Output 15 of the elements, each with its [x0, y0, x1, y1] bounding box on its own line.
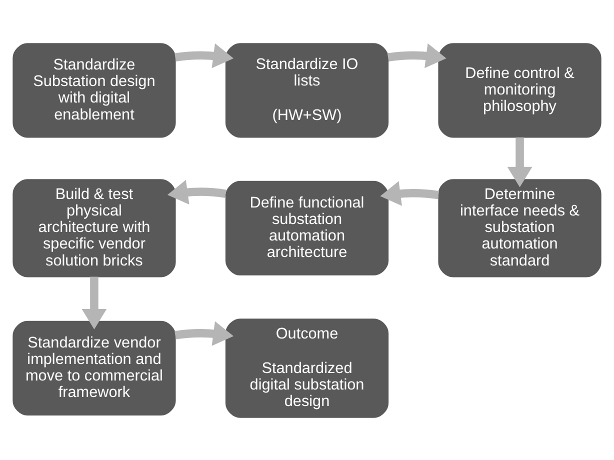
- node-box: Build & test physical architecture with specific vendor solution bricks: [12, 178, 176, 277]
- node-box: Define control & monitoring philosophy: [438, 42, 602, 138]
- node-box: Standardize IO lists (HW+SW): [225, 42, 389, 138]
- arrow: [380, 180, 440, 206]
- arrow: [174, 42, 234, 68]
- arrow: [387, 42, 446, 68]
- arrow: [507, 136, 532, 187]
- arrow: [167, 179, 226, 204]
- node-box: Outcome Standardized digital substation design: [225, 318, 389, 418]
- node-box: Define functional substation automation architecture: [225, 180, 389, 275]
- node-box: Standardize vendor implementation and move to commercial framework: [12, 320, 176, 415]
- node-box: Determine interface needs & substation automation standard: [438, 178, 602, 277]
- arrow: [82, 276, 107, 329]
- node-box: Standardize Substation design with digital enablement: [12, 42, 176, 138]
- arrow: [174, 320, 234, 346]
